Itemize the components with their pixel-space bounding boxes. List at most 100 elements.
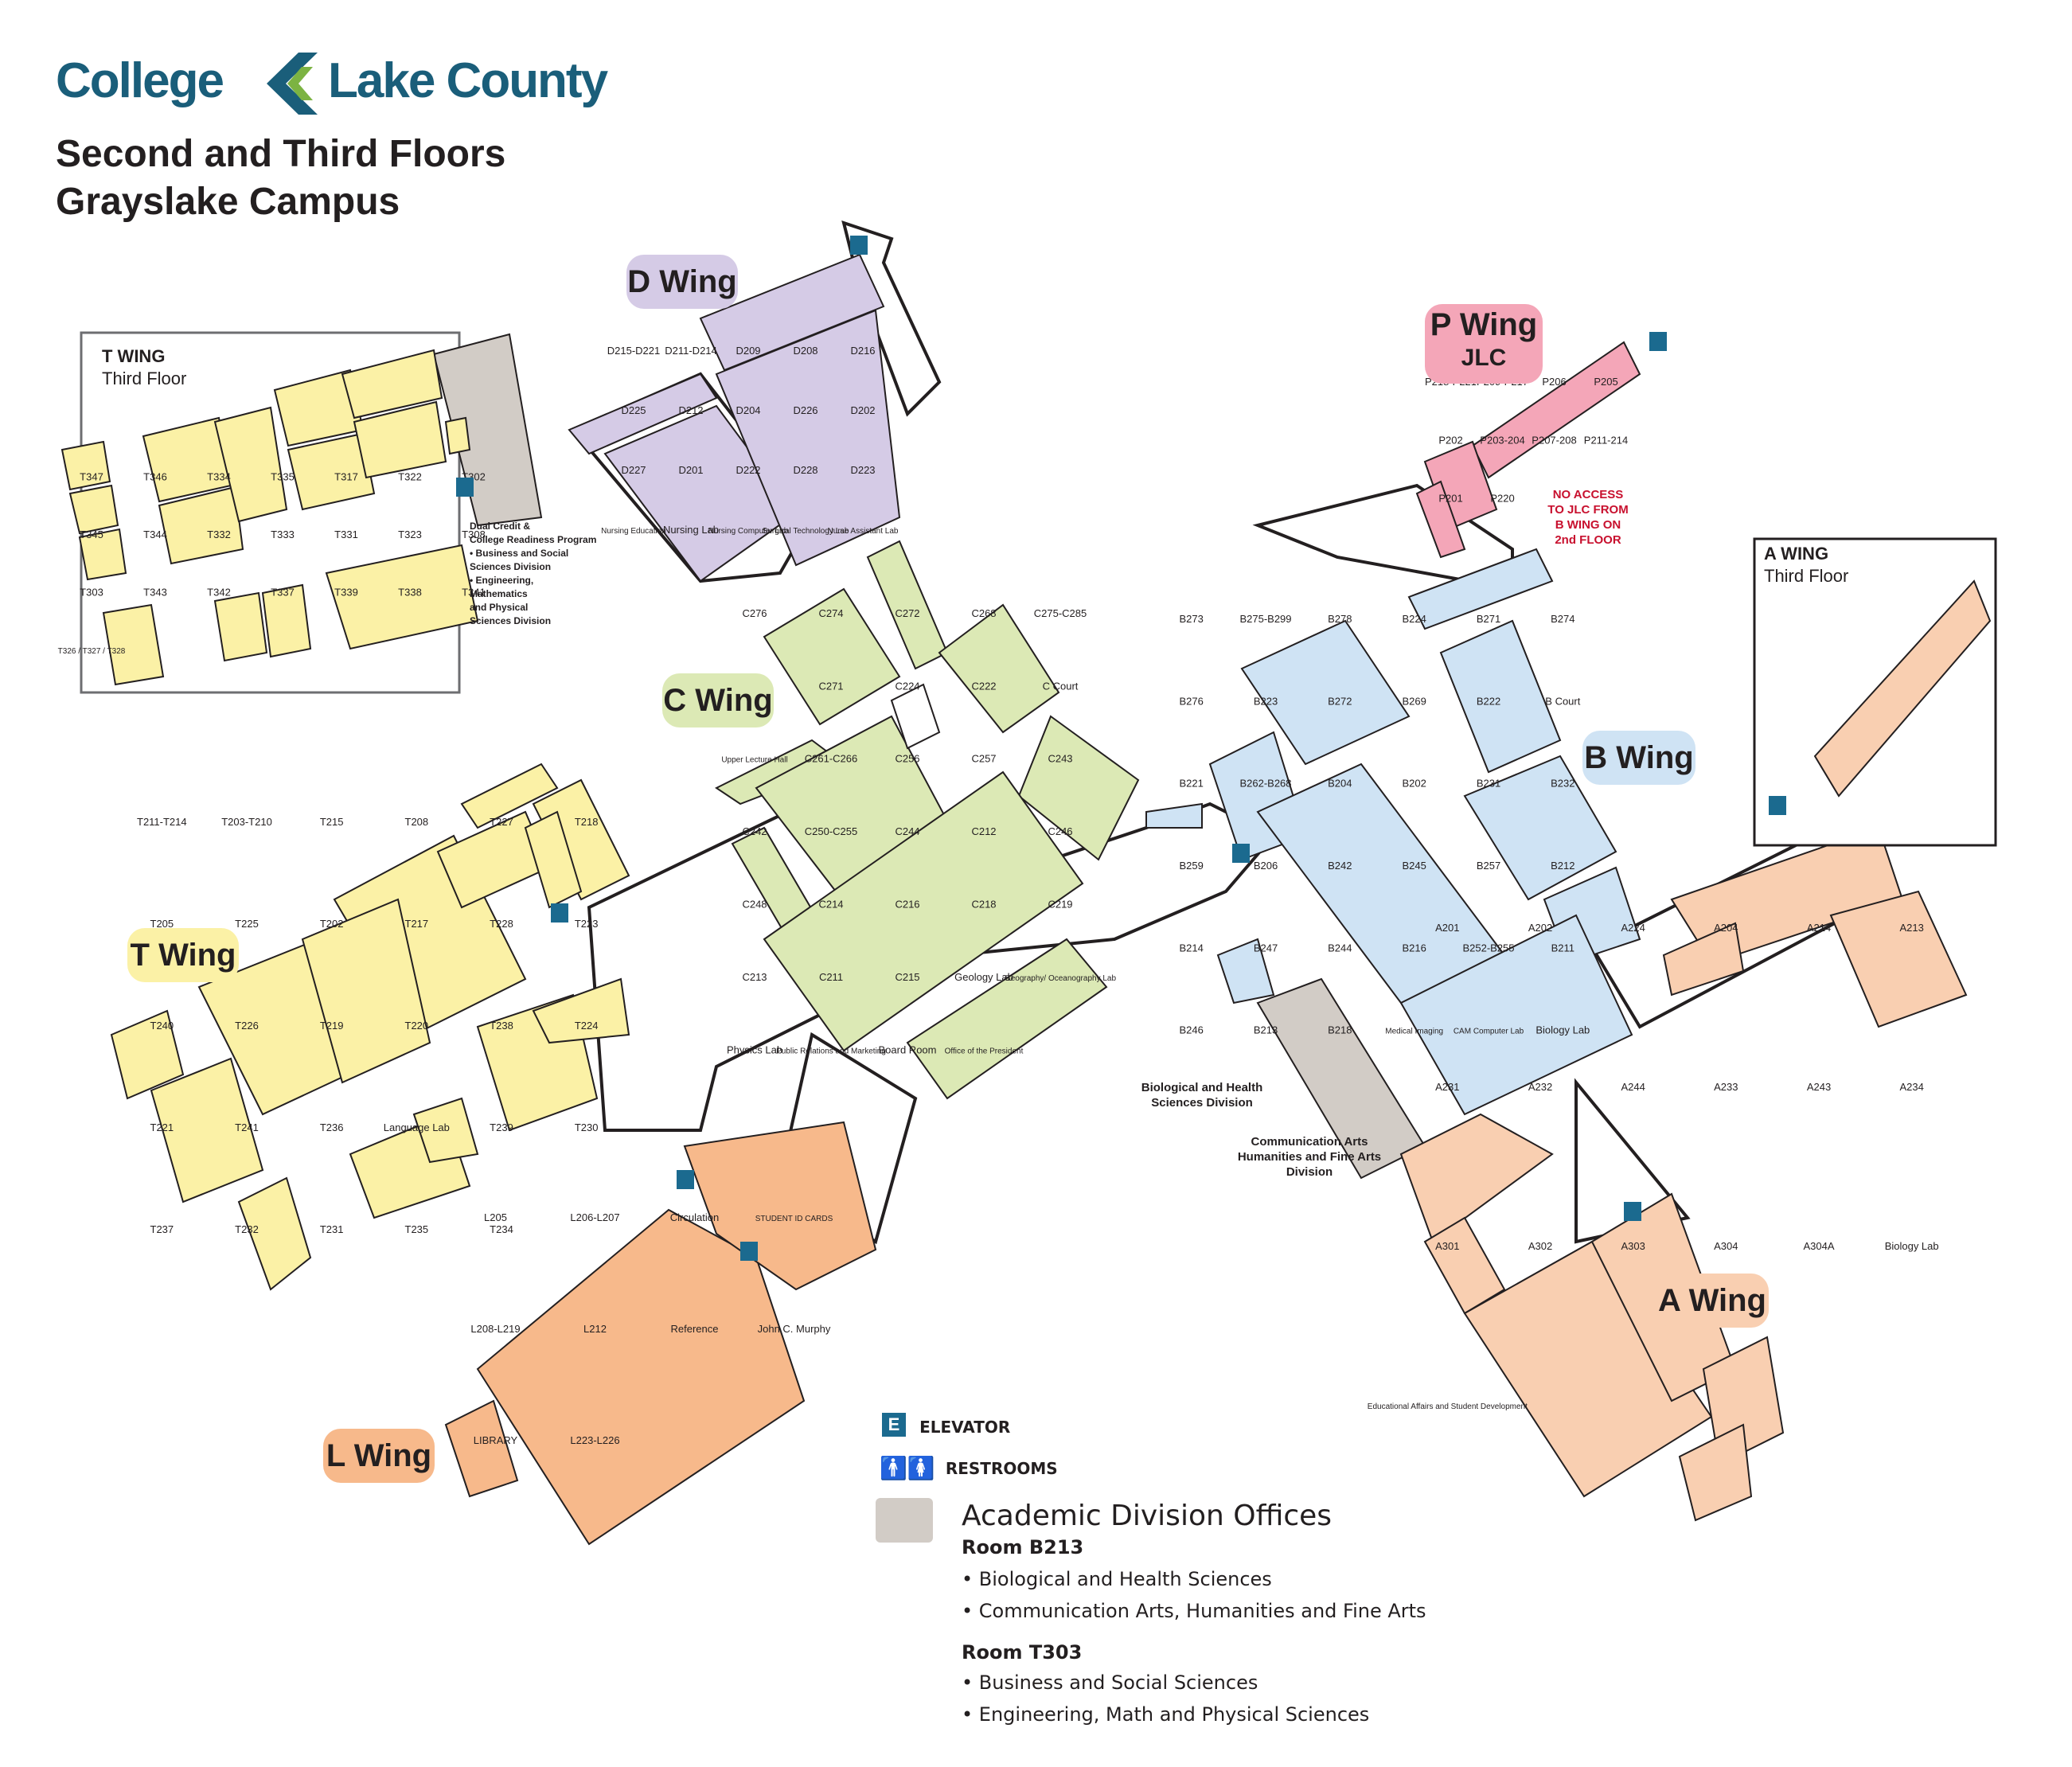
c-court — [890, 683, 941, 750]
room-label: T237 — [150, 1223, 174, 1235]
room-label: STUDENT ID CARDS — [755, 1215, 833, 1223]
room-label: A231 — [1435, 1081, 1459, 1093]
elevator-icon — [1649, 332, 1667, 351]
legend-restrooms: 🚹🚺 RESTROOMS — [880, 1455, 1058, 1481]
inset-subheading: Third Floor — [1764, 566, 1849, 586]
elevator-icon — [551, 903, 568, 923]
room-label: C215 — [895, 971, 919, 983]
room-label: T342 — [207, 587, 231, 599]
room-label: T323 — [398, 529, 422, 540]
room-label: T227 — [490, 816, 513, 828]
room-label: A213 — [1899, 922, 1923, 934]
room-label: B262-B268 — [1239, 778, 1291, 790]
room-label: D227 — [621, 464, 646, 476]
legend-b213-item: • Communication Arts, Humanities and Fin… — [962, 1600, 1426, 1622]
room-label: C271 — [818, 680, 843, 692]
room-label: T344 — [143, 529, 167, 540]
inset-heading: A WING — [1764, 544, 1829, 564]
room-label: A202 — [1528, 922, 1552, 934]
legend-elevator: E ELEVATOR — [882, 1413, 1010, 1437]
room-label: B269 — [1402, 695, 1426, 707]
room-label: A232 — [1528, 1081, 1552, 1093]
t-wing-area — [110, 763, 630, 1291]
room-label: C248 — [742, 899, 767, 911]
room-label: D223 — [850, 464, 875, 476]
room-label: D215-D221 — [607, 345, 661, 357]
room-label: Nursing Lab — [663, 524, 719, 536]
room-label: T218 — [575, 816, 599, 828]
room-label: C276 — [742, 607, 767, 619]
l-wing-area — [444, 1121, 877, 1546]
legend-restroom-label: RESTROOMS — [945, 1458, 1058, 1478]
room-label: T234 — [490, 1223, 513, 1235]
room-label: D226 — [793, 404, 817, 416]
room-note: and Physical — [470, 602, 528, 613]
room-label: Office of the President — [945, 1047, 1024, 1055]
room-label: L223-L226 — [570, 1434, 619, 1446]
room-label: T217 — [405, 918, 429, 930]
room-label: C242 — [742, 825, 767, 837]
room-label: T317 — [334, 471, 358, 483]
room-label: B244 — [1328, 942, 1352, 954]
room-label: T341 — [462, 587, 486, 599]
room-label: T221 — [150, 1121, 174, 1133]
room-label: LIBRARY — [474, 1434, 518, 1446]
b-wing-label: B Wing — [1582, 731, 1695, 785]
room-label: Biology Lab — [1885, 1240, 1939, 1252]
room-label: T224 — [575, 1020, 599, 1032]
room-label: B274 — [1551, 613, 1574, 625]
room-label: B275-B299 — [1239, 613, 1291, 625]
legend-b213-item: • Biological and Health Sciences — [962, 1568, 1272, 1590]
room-label: T220 — [405, 1020, 429, 1032]
room-label: T203-T210 — [221, 816, 272, 828]
room-label: T308 — [462, 529, 486, 540]
legend-t303-item: • Business and Social Sciences — [962, 1671, 1258, 1694]
room-label: A243 — [1807, 1081, 1831, 1093]
room-label: C268 — [971, 607, 996, 619]
inset-heading: T WING — [102, 346, 166, 366]
room-label: C214 — [818, 899, 843, 911]
notice-line: NO ACCESS — [1552, 488, 1624, 501]
elevator-icon — [1769, 796, 1786, 815]
room-note: Dual Credit & — [470, 521, 530, 532]
room-label: A303 — [1621, 1240, 1645, 1252]
room-label: A304A — [1803, 1240, 1834, 1252]
logo-word-college: College — [56, 53, 224, 108]
room-label: D202 — [850, 404, 875, 416]
no-access-notice: NO ACCESS TO JLC FROM B WING ON 2nd FLOO… — [1528, 487, 1648, 548]
room-label: John C. Murphy — [758, 1323, 831, 1335]
room-label: CAM Computer Lab — [1454, 1028, 1524, 1036]
room-label: A301 — [1435, 1240, 1459, 1252]
room-note: Sciences Division — [470, 561, 551, 572]
a-wing-inset-title: A WING Third Floor — [1764, 543, 1848, 587]
c-wing-area — [715, 540, 1140, 1100]
a-wing-label: A Wing — [1656, 1274, 1769, 1328]
room-label: D225 — [621, 404, 646, 416]
restroom-icon: 🚹🚺 — [880, 1455, 935, 1481]
room-label: B232 — [1551, 778, 1574, 790]
room-label: Public Relations and Marketing — [776, 1047, 886, 1055]
room-label: T345 — [80, 529, 103, 540]
room-label: T339 — [334, 587, 358, 599]
room-label: T338 — [398, 587, 422, 599]
room-label: B278 — [1328, 613, 1352, 625]
room-label: A234 — [1899, 1081, 1923, 1093]
room-label: A214 — [1807, 922, 1831, 934]
room-label: B223 — [1254, 695, 1278, 707]
comm-division-note: Communication Arts Humanities and Fine A… — [1237, 1135, 1382, 1179]
room-label: Biology Lab — [1535, 1024, 1590, 1036]
room-label: C272 — [895, 607, 919, 619]
room-label: P206 — [1542, 376, 1566, 388]
t-wing-inset-title: T WING Third Floor — [102, 345, 186, 390]
room-note: College Readiness Program — [470, 534, 596, 545]
room-label: T235 — [405, 1223, 429, 1235]
legend-room-t303: Room T303 — [962, 1641, 1083, 1664]
room-label: T241 — [235, 1121, 259, 1133]
room-note: • Business and Social — [470, 548, 568, 559]
inset-subheading: Third Floor — [102, 369, 187, 388]
room-label: B202 — [1402, 778, 1426, 790]
room-label: T226 — [235, 1020, 259, 1032]
elevator-icons — [456, 236, 1786, 1261]
room-label: T322 — [398, 471, 422, 483]
